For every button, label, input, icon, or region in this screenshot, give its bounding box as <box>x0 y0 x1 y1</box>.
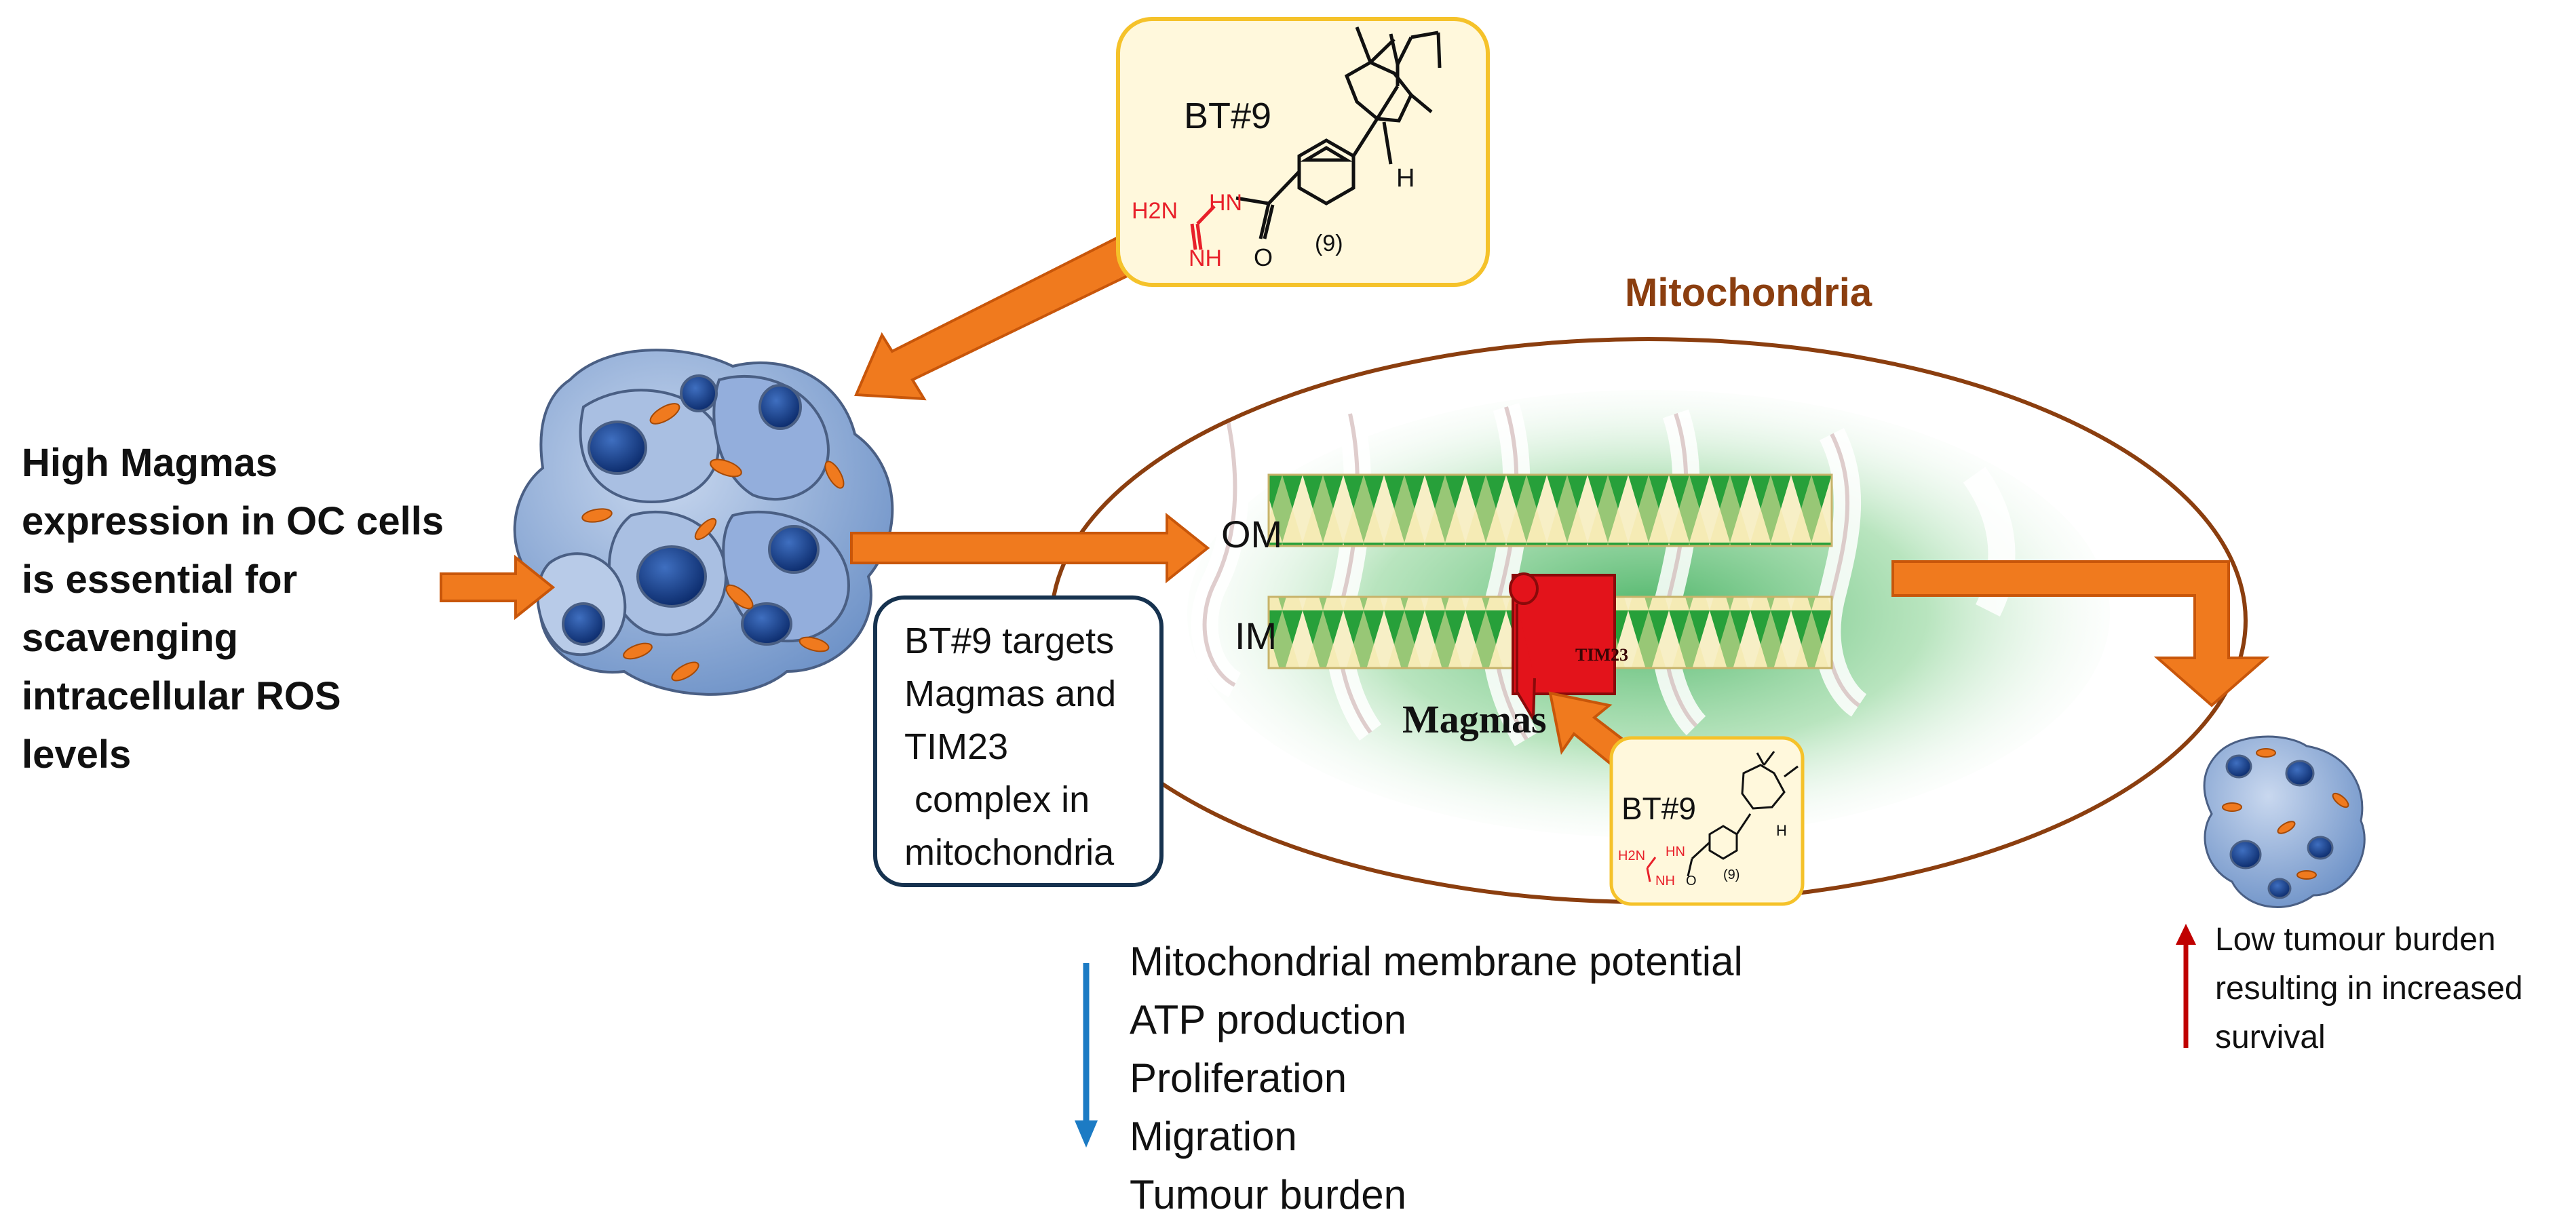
atom-hn: HN <box>1209 190 1242 216</box>
tim23-protein <box>1509 572 1616 724</box>
target-line: Magmas and <box>904 673 1117 714</box>
atom-h: H <box>1396 164 1415 193</box>
effect-item: Migration <box>1130 1114 1297 1159</box>
mitochondria-title: Mitochondria <box>1625 271 1872 315</box>
left-description: High Magmas expression in OC cells is es… <box>22 434 469 784</box>
outcome-text: Low tumour burden resulting in increased… <box>2215 916 2523 1062</box>
tim23-label: TIM23 <box>1575 645 1628 665</box>
atom-nh: NH <box>1189 246 1222 271</box>
atom-h2n: H2N <box>1132 198 1178 224</box>
effect-item: Tumour burden <box>1130 1172 1406 1217</box>
decreased-effects-list: Mitochondrial membrane potential ATP pro… <box>1130 933 1743 1224</box>
bt9-label-top: BT#9 <box>1184 96 1272 136</box>
bt9-label-small: BT#9 <box>1621 791 1696 826</box>
target-line: TIM23 <box>904 726 1009 767</box>
outcome-line: Low tumour burden <box>2215 922 2496 958</box>
effect-item: Proliferation <box>1130 1055 1347 1101</box>
left-line: is essential for <box>22 558 298 602</box>
left-line: High Magmas <box>22 441 278 485</box>
atom-nh-small: NH <box>1655 874 1675 888</box>
arrow-to-outcome <box>1891 560 2270 707</box>
atom-hn-small: HN <box>1666 844 1685 859</box>
down-arrow <box>1075 963 1098 1148</box>
outer-membrane-band <box>1267 473 1833 547</box>
compound-number-small: (9) <box>1723 867 1739 882</box>
atom-o-small: O <box>1686 874 1697 888</box>
atom-h2n-small: H2N <box>1618 848 1645 863</box>
compound-number: (9) <box>1315 231 1343 256</box>
arrow-bt9-to-cells <box>854 235 1142 401</box>
left-line: expression in OC cells <box>22 499 444 543</box>
target-description-box: BT#9 targets Magmas and TIM23 complex in… <box>873 595 1164 887</box>
inner-membrane-label: IM <box>1235 614 1277 657</box>
target-line: BT#9 targets <box>904 621 1115 661</box>
bt9-structure-box-top <box>1116 17 1490 287</box>
atom-h-small: H <box>1776 822 1787 839</box>
effect-item: Mitochondrial membrane potential <box>1130 939 1743 984</box>
left-line: scavenging <box>22 616 239 660</box>
outcome-line: survival <box>2215 1019 2326 1055</box>
target-line: mitochondria <box>904 832 1115 873</box>
arrow-into-cells <box>440 554 556 621</box>
bt9-structure-box-small <box>1609 736 1805 906</box>
tumour-cell-cluster <box>513 349 894 696</box>
up-arrow <box>2176 924 2196 1048</box>
atom-o: O <box>1254 243 1273 271</box>
left-line: intracellular ROS <box>22 674 341 718</box>
target-line: complex in <box>904 779 1090 820</box>
arrow-cells-to-om <box>850 512 1210 584</box>
magmas-label: Magmas <box>1402 697 1547 741</box>
left-line: levels <box>22 732 132 777</box>
outer-membrane-label: OM <box>1221 513 1283 555</box>
outcome-line: resulting in increased <box>2215 971 2523 1007</box>
small-tumour-cluster <box>2203 735 2366 908</box>
effect-item: ATP production <box>1130 997 1407 1042</box>
